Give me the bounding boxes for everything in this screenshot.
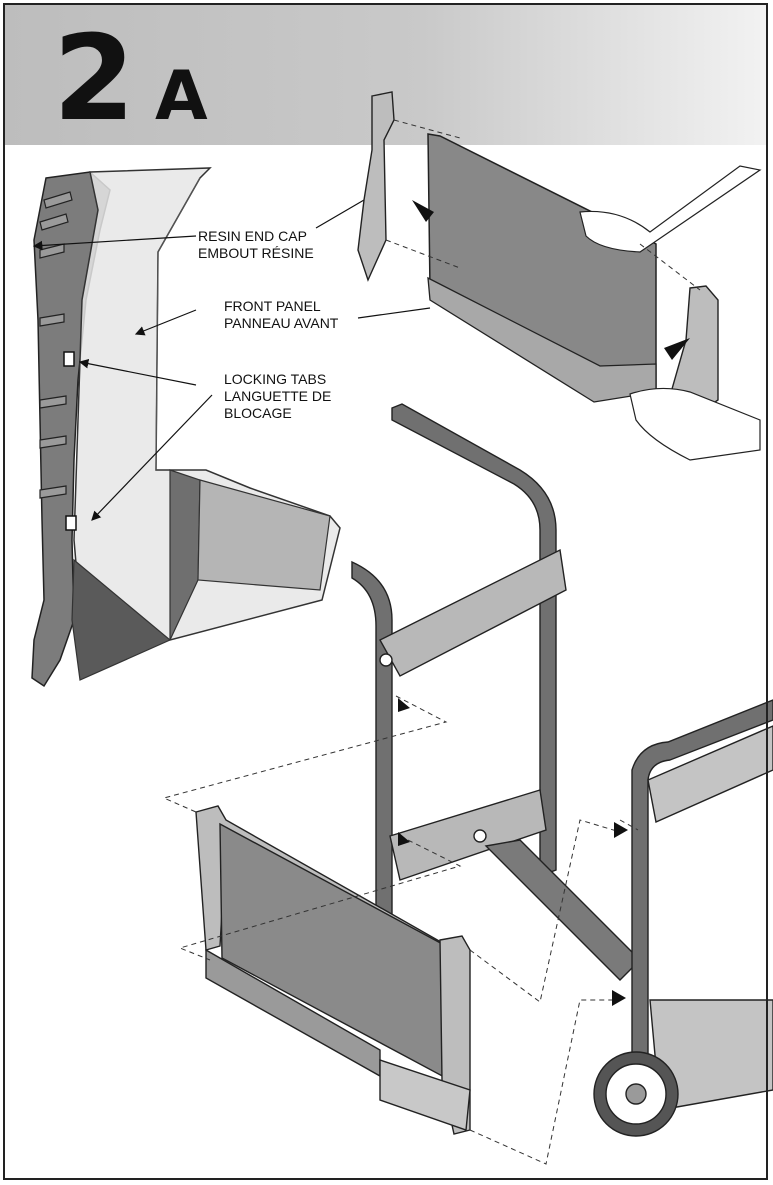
end-cap-ribs (39, 191, 73, 499)
hand-upper (579, 165, 762, 253)
assembly-guide-lines (162, 695, 639, 1165)
detail-end-cap-view (31, 167, 341, 688)
cart-frame (351, 403, 641, 981)
insert-arrow-left (412, 200, 434, 222)
insert-arrow-right (664, 338, 690, 360)
wheel (593, 1051, 679, 1137)
callout-locking-tabs: LOCKING TABS LANGUETTE DE BLOCAGE (224, 371, 332, 421)
hand-lower (629, 387, 761, 461)
panel-installed-view (195, 805, 471, 1135)
left-end-cap (357, 91, 395, 282)
step-number: 2 (53, 9, 135, 147)
step-letter: A (155, 57, 208, 136)
callout-leaders (32, 199, 431, 521)
locking-tab-upper (63, 351, 75, 367)
panel-insertion-view (357, 91, 762, 461)
direction-arrows (398, 698, 628, 1006)
callout-front-panel: FRONT PANEL PANNEAU AVANT (224, 298, 339, 331)
page-border (3, 3, 768, 1180)
callout-resin-end-cap: RESIN END CAP EMBOUT RÉSINE (198, 228, 314, 261)
cart-frame-right (593, 699, 773, 1137)
locking-tab-lower (65, 515, 77, 531)
